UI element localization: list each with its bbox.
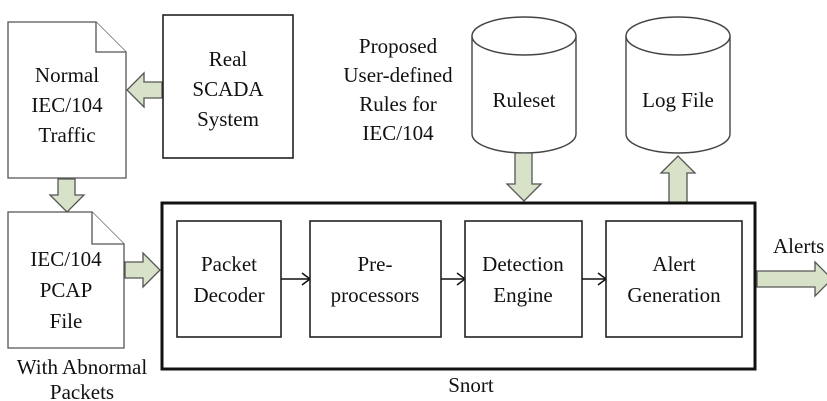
abnormal-caption-line-2: Packets bbox=[50, 380, 114, 401]
alert-generation-box: Alert Generation bbox=[605, 220, 743, 338]
normal-traffic-line-2: IEC/104 bbox=[31, 93, 103, 117]
snort-label: Snort bbox=[448, 373, 494, 397]
real-scada-system-box: Real SCADA System bbox=[162, 14, 294, 159]
pcap-line-3: File bbox=[50, 309, 83, 333]
detection-engine-line-1: Detection bbox=[482, 252, 564, 276]
log-file-database: Log File bbox=[625, 16, 731, 154]
alert-generation-line-2: Generation bbox=[627, 283, 721, 307]
traffic-to-pcap-arrow bbox=[48, 178, 86, 213]
proposed-rules-line-2: User-defined bbox=[343, 63, 453, 87]
pcap-file-document: IEC/104 PCAP File bbox=[7, 211, 125, 349]
proposed-rules-label: Proposed User-defined Rules for IEC/104 bbox=[343, 34, 453, 145]
detection-engine-box: Detection Engine bbox=[464, 220, 583, 338]
log-file-label: Log File bbox=[642, 88, 714, 112]
real-scada-line-2: SCADA bbox=[192, 77, 264, 101]
preprocessors-line-2: processors bbox=[331, 283, 420, 307]
normal-traffic-document: Normal IEC/104 Traffic bbox=[7, 21, 127, 179]
detection-engine-line-2: Engine bbox=[493, 283, 552, 307]
alerts-output-arrow bbox=[756, 260, 827, 298]
ruleset-database: Ruleset bbox=[471, 16, 577, 154]
packet-decoder-line-1: Packet bbox=[201, 252, 257, 276]
preprocessors-box: Pre- processors bbox=[309, 220, 442, 338]
preprocessors-line-1: Pre- bbox=[358, 252, 393, 276]
ruleset-label: Ruleset bbox=[493, 88, 556, 112]
real-scada-line-3: System bbox=[197, 107, 259, 131]
proposed-rules-line-1: Proposed bbox=[359, 34, 438, 58]
scada-to-traffic-arrow bbox=[126, 71, 163, 109]
real-scada-line-1: Real bbox=[209, 47, 248, 71]
normal-traffic-line-1: Normal bbox=[35, 63, 99, 87]
proposed-rules-line-3: Rules for bbox=[359, 92, 437, 116]
packet-decoder-line-2: Decoder bbox=[193, 283, 264, 307]
pcap-to-snort-arrow bbox=[124, 251, 161, 289]
abnormal-caption-line-1: With Abnormal bbox=[17, 355, 148, 379]
packet-decoder-box: Packet Decoder bbox=[176, 220, 282, 338]
alert-generation-line-1: Alert bbox=[652, 252, 695, 276]
alert-to-log-arrow bbox=[659, 155, 697, 204]
proposed-rules-line-4: IEC/104 bbox=[362, 121, 434, 145]
pcap-line-2: PCAP bbox=[40, 278, 93, 302]
normal-traffic-line-3: Traffic bbox=[38, 123, 95, 147]
pcap-line-1: IEC/104 bbox=[30, 247, 102, 271]
alerts-label: Alerts bbox=[773, 234, 824, 258]
ruleset-to-engine-arrow bbox=[505, 152, 543, 202]
